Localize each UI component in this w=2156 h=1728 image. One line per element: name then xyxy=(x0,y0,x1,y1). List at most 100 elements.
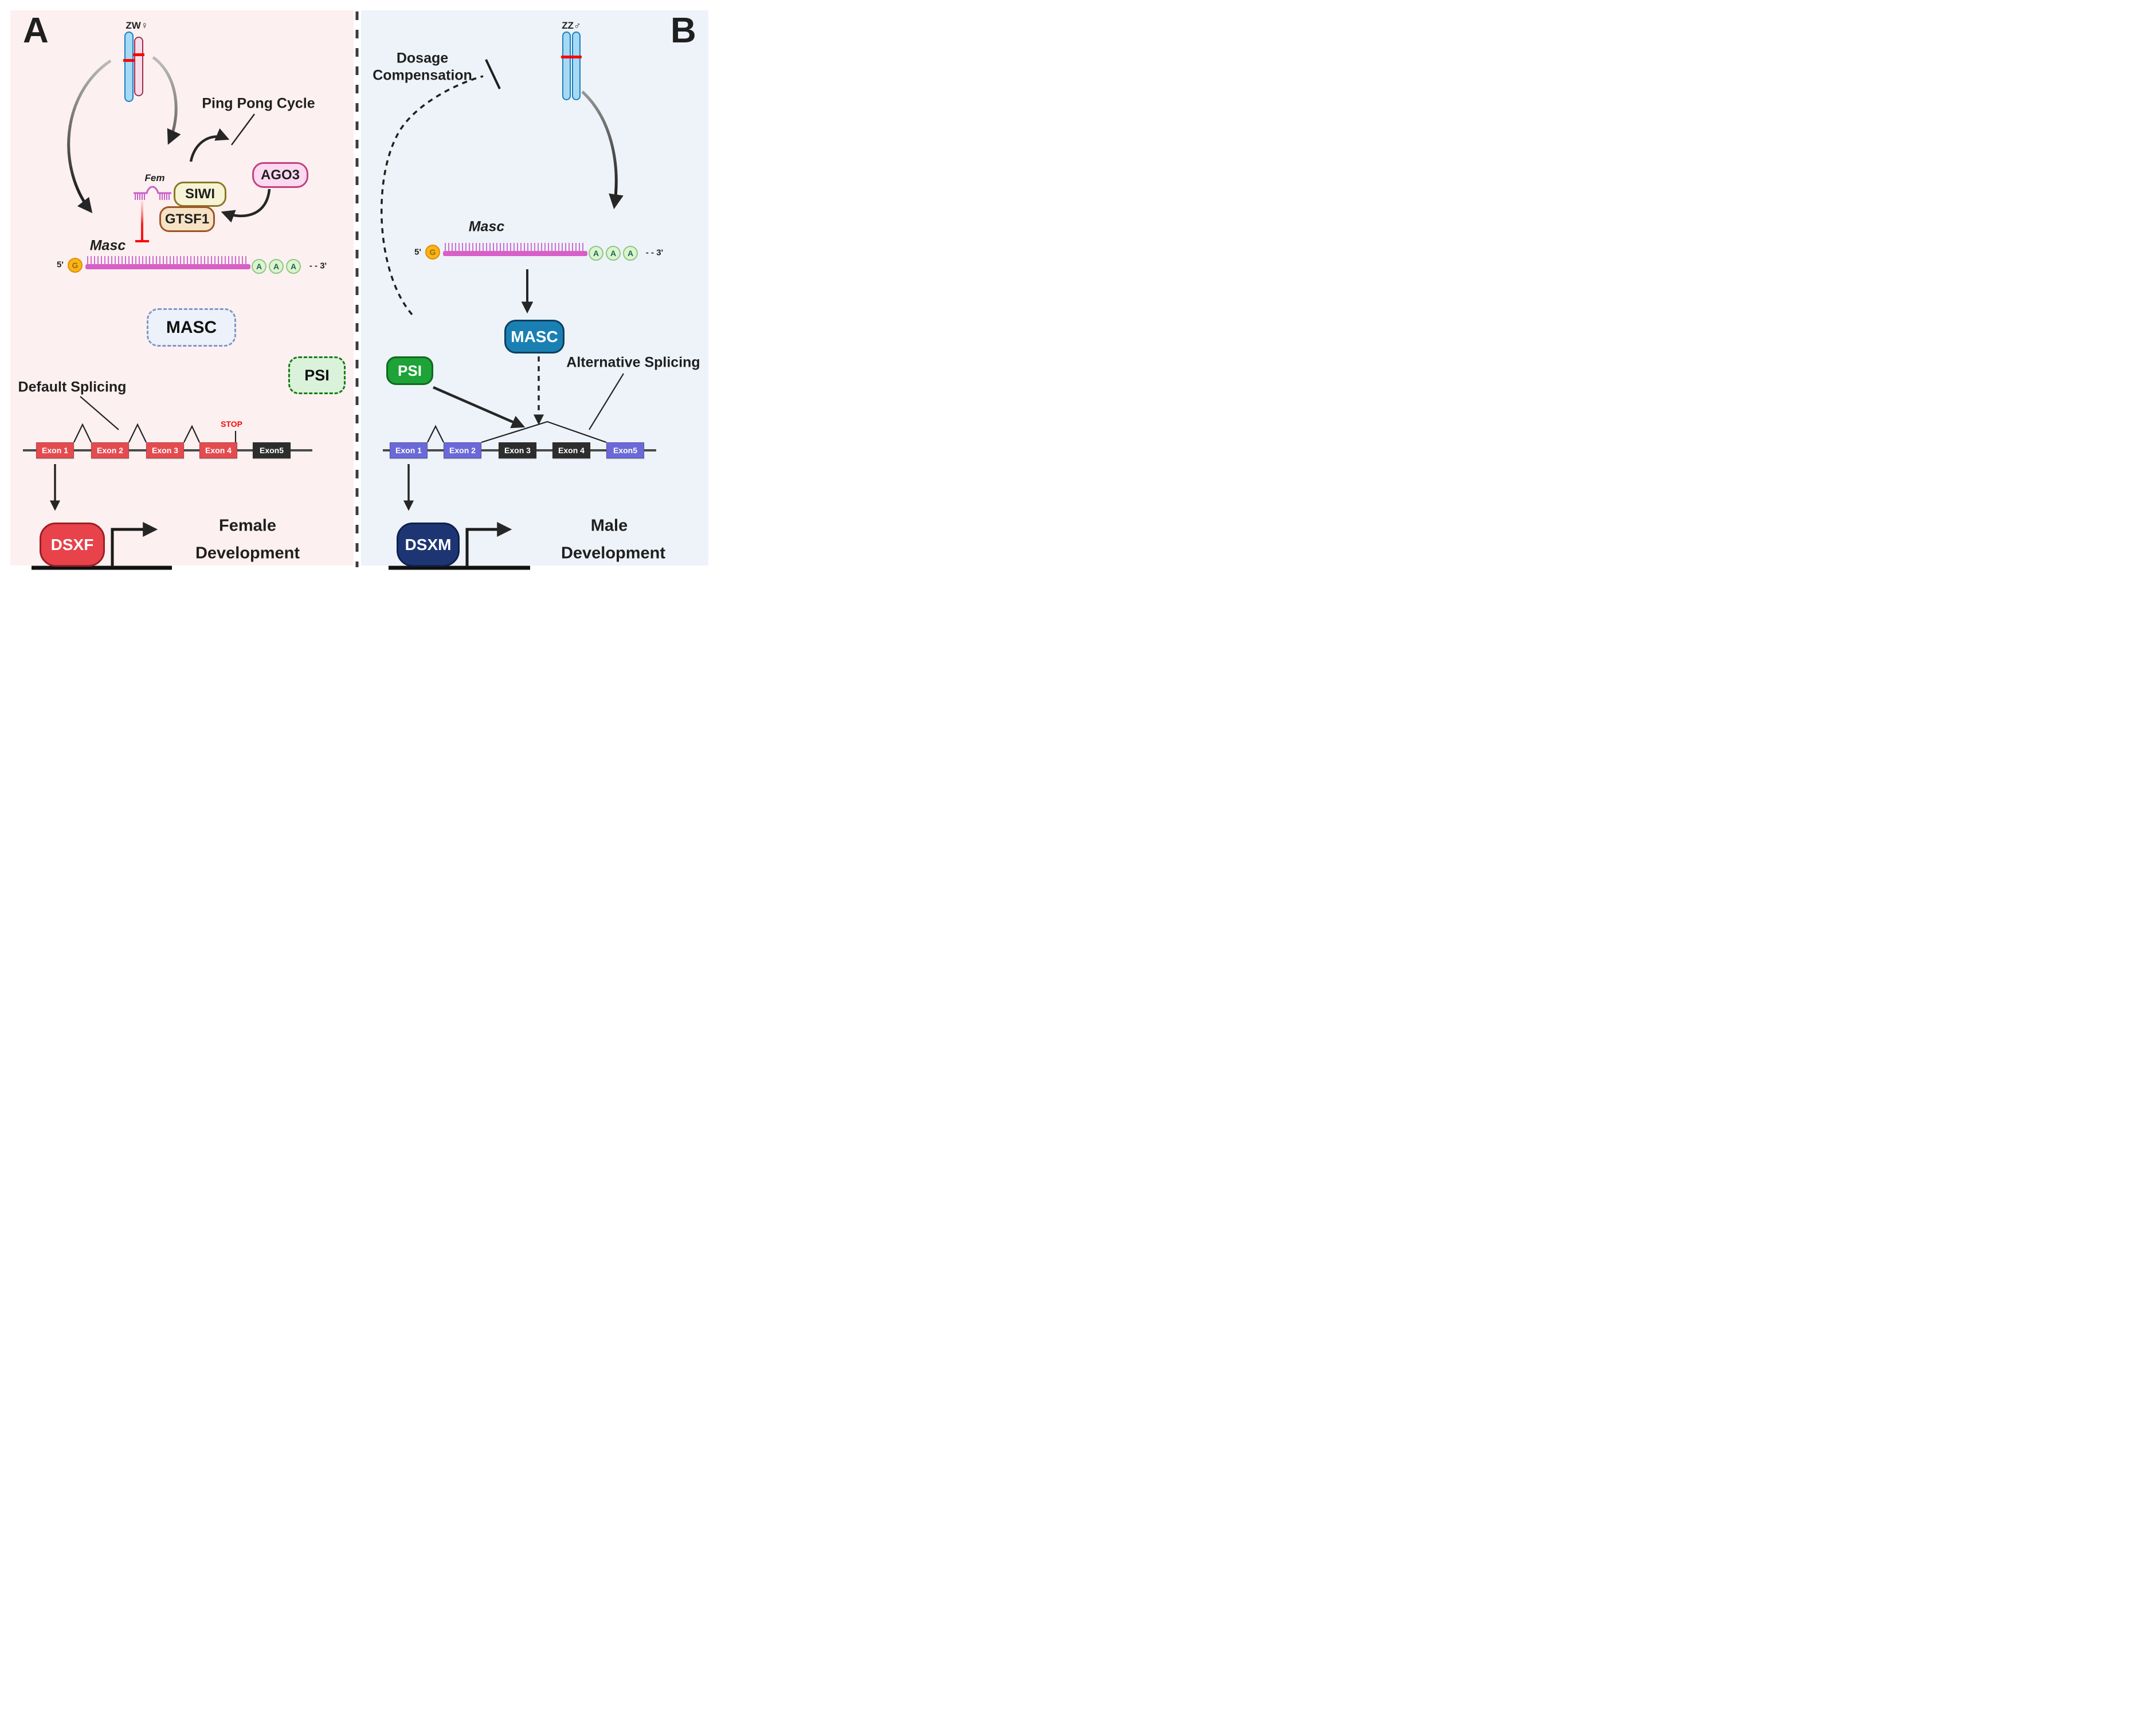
masc-protein-label-b: MASC xyxy=(511,327,558,345)
ping-pong-cycle-label: Ping Pong Cycle xyxy=(202,95,315,112)
exon-b2: Exon 2 xyxy=(444,442,481,458)
male-development-line2: Development xyxy=(560,544,666,563)
default-splicing-label: Default Splicing xyxy=(18,379,127,395)
dosage-compensation-dashed-curve xyxy=(381,75,484,316)
exon-a5: Exon5 xyxy=(253,442,291,458)
ago3-label: AGO3 xyxy=(260,167,300,183)
panel-b-label: B xyxy=(671,11,696,50)
masc-mrna-comb-a xyxy=(87,256,249,265)
dsxm-transcription-arrow xyxy=(465,522,512,567)
exon-a1: Exon 1 xyxy=(36,442,74,458)
exon-b1: Exon 1 xyxy=(390,442,428,458)
z-chromosome-fem-locus-band xyxy=(123,59,135,62)
polya-letter-a2: A xyxy=(273,262,280,271)
exon-b5: Exon5 xyxy=(606,442,644,458)
splice-peak-a2 xyxy=(128,423,147,443)
alternative-splicing-pointer-line xyxy=(589,373,624,430)
masc-mrna-comb-b xyxy=(445,243,586,252)
masc-protein-active: MASC xyxy=(504,320,565,354)
karyotype-label-zw: ZW♀ xyxy=(126,20,148,31)
fem-pirna-hairpin xyxy=(134,186,171,194)
exon-a4-label: Exon 4 xyxy=(205,446,232,455)
dsxf-label: DSXF xyxy=(50,535,94,553)
zz-chromosome-2-band xyxy=(571,56,582,58)
dsxm-protein: DSXM xyxy=(397,523,460,567)
cap-g-letter-b: G xyxy=(429,248,436,257)
exon-b4-label: Exon 4 xyxy=(558,446,585,455)
exon-b1-label: Exon 1 xyxy=(395,446,422,455)
female-development-line2: Development xyxy=(195,544,300,563)
fem-pirna-label: Fem xyxy=(144,172,165,183)
psi-label-b: PSI xyxy=(398,362,422,379)
alternative-splicing-label: Alternative Splicing xyxy=(566,354,700,371)
ago3-protein: AGO3 xyxy=(252,162,308,188)
dsxf-transcription-arrow xyxy=(111,522,158,567)
ping-pong-lower-arc-arrow xyxy=(221,188,271,223)
psi-protein-active: PSI xyxy=(386,356,433,385)
dosage-compensation-line1: Dosage xyxy=(396,50,449,66)
exon-b4: Exon 4 xyxy=(552,442,590,458)
gtsf1-protein: GTSF1 xyxy=(159,206,215,232)
psi-protein-inactive: PSI xyxy=(288,356,346,394)
exon-a3-label: Exon 3 xyxy=(152,446,178,455)
splice-peak-b-large xyxy=(481,421,607,443)
diagram-line-art xyxy=(23,11,656,570)
panel-b-background xyxy=(361,10,708,565)
splice-peak-a3 xyxy=(183,425,200,443)
stop-label: STOP xyxy=(221,419,242,429)
exon-b3-label: Exon 3 xyxy=(504,446,531,455)
exon-a2-label: Exon 2 xyxy=(97,446,123,455)
five-prime-label-b: 5' xyxy=(414,247,421,257)
male-development-line1: Male xyxy=(590,516,628,535)
exon-a5-label: Exon5 xyxy=(259,446,284,455)
polya-letter-b1: A xyxy=(593,249,599,258)
dsxm-label: DSXM xyxy=(405,535,452,553)
splice-peak-a1 xyxy=(73,423,92,443)
exon-a4: Exon 4 xyxy=(199,442,237,458)
figure-canvas: A ZW♀ Ping Pong Cycle Fem SIWI GTSF1 AGO… xyxy=(0,0,719,576)
five-prime-label-a: 5' xyxy=(57,260,64,270)
psi-label-a: PSI xyxy=(304,366,330,384)
masc-mrna-bar-b xyxy=(443,251,587,256)
exon-a2: Exon 2 xyxy=(91,442,129,458)
masc-mrna-bar-a xyxy=(85,264,250,269)
three-prime-label-b: - - 3' xyxy=(645,248,664,258)
polya-nucleotide-a2: A xyxy=(269,259,284,274)
polya-letter-a3: A xyxy=(290,262,297,271)
masc-mrna-label-a: Masc xyxy=(89,237,126,254)
dsxf-protein: DSXF xyxy=(40,523,105,567)
karyotype-label-zz: ZZ♂ xyxy=(562,20,581,31)
polya-nucleotide-b1: A xyxy=(589,246,603,261)
cap-g-nucleotide-b: G xyxy=(425,245,440,260)
splice-peak-b-small xyxy=(427,425,444,443)
masc-protein-label-a: MASC xyxy=(166,317,217,337)
arrow-chromosome-to-fem-pirna xyxy=(152,56,181,145)
exon-b3: Exon 3 xyxy=(499,442,536,458)
polya-nucleotide-a3: A xyxy=(286,259,301,274)
masc-protein-inactive: MASC xyxy=(147,308,236,347)
polya-letter-b2: A xyxy=(610,249,617,258)
zz-chromosome-2 xyxy=(572,32,581,100)
psi-arrow-to-splice xyxy=(433,386,526,429)
cap-g-letter-a: G xyxy=(72,261,79,270)
siwi-label: SIWI xyxy=(185,186,215,202)
siwi-protein: SIWI xyxy=(174,182,226,207)
z-chromosome xyxy=(124,32,134,102)
dosage-compensation-line2: Compensation xyxy=(373,67,472,84)
ping-pong-upper-arc-arrow xyxy=(189,128,230,162)
panel-a-background xyxy=(10,10,354,565)
three-prime-label-a: - - 3' xyxy=(309,261,327,271)
arrow-zz-to-masc-mrna xyxy=(581,91,624,210)
polya-nucleotide-b3: A xyxy=(623,246,638,261)
exon-a1-label: Exon 1 xyxy=(42,446,68,455)
exon-a3: Exon 3 xyxy=(146,442,184,458)
fem-pirna-ticks xyxy=(135,194,170,200)
ping-pong-cycle-pointer-line xyxy=(230,113,256,146)
default-splicing-pointer-line xyxy=(80,396,119,430)
female-development-line1: Female xyxy=(219,516,276,535)
masc-mrna-label-b: Masc xyxy=(468,218,505,235)
arrow-chromosome-to-masc-mrna xyxy=(67,59,112,214)
polya-nucleotide-a1: A xyxy=(252,259,266,274)
panel-a-label: A xyxy=(23,11,49,50)
w-chromosome xyxy=(134,37,143,96)
